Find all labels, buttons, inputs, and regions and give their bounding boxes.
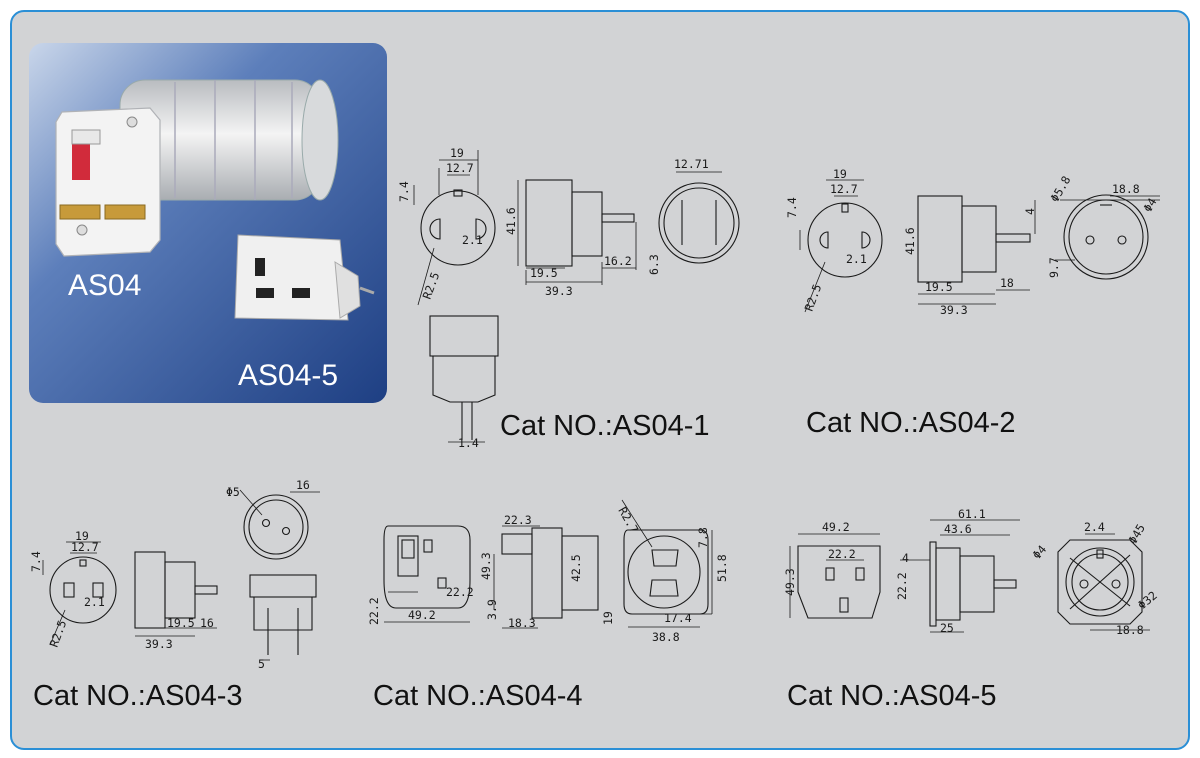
as04-1-dim-12-7: 12.7 (446, 161, 474, 175)
as04-3-dim-r2-5: R2.5 (47, 618, 70, 649)
as04-4-dim-22-2: 22.2 (367, 597, 381, 625)
as04-5-dim-phi45: Φ45 (1125, 522, 1148, 547)
as04-4-dim-17-4: 17.4 (664, 611, 692, 625)
as04-2-dim-4: 4 (1023, 208, 1037, 215)
as04-1-dim-1-4: 1.4 (458, 436, 479, 450)
as04-1-dim-19-5: 19.5 (530, 266, 558, 280)
as04-1-dim-7-4: 7.4 (397, 181, 411, 202)
cat-as04-3: Cat NO.:AS04-3 (33, 680, 243, 712)
as04-2-dim-18-8: 18.8 (1112, 182, 1140, 196)
as04-5-dim-22-2b: 22.2 (895, 572, 909, 600)
as04-1-dim-2-1: 2.1 (462, 233, 483, 247)
as04-5-dim-2-4: 2.4 (1084, 520, 1105, 534)
as04-2-dim-phi4: Φ4 (1140, 195, 1159, 214)
as04-5-dim-49-3: 49.3 (783, 568, 797, 596)
diagram-as04-1: 19 12.7 7.4 2.1 R2.5 41.6 19.5 39.3 16.2… (397, 146, 740, 450)
as04-2-dim-r2-5: R2.5 (802, 282, 825, 313)
as04-3-dim-39-3: 39.3 (145, 637, 173, 651)
as04-2-dim-9-7: 9.7 (1047, 257, 1061, 278)
as04-3-dim-16: 16 (200, 616, 214, 630)
as04-5-dim-22-2: 22.2 (828, 547, 856, 561)
as04-5-dim-25: 25 (940, 621, 954, 635)
as04-4-dim-7-8: 7.8 (696, 527, 710, 548)
as04-1-dim-r2-5: R2.5 (420, 270, 443, 301)
as04-5-dim-61-1: 61.1 (958, 507, 986, 521)
cat-as04-1: Cat NO.:AS04-1 (500, 410, 710, 442)
as04-4-dim-22-3: 22.3 (504, 513, 532, 527)
cat-as04-4: Cat NO.:AS04-4 (373, 680, 583, 712)
as04-4-dim-r2-7-label: R2.7 (615, 505, 641, 536)
as04-3-dim-16-top: 16 (296, 478, 310, 492)
as04-1-dim-16-2: 16.2 (604, 254, 632, 268)
as04-4-dim-49-2: 49.2 (408, 608, 436, 622)
as04-3-dim-19-5: 19.5 (167, 616, 195, 630)
diagram-as04-3: 19 12.7 7.4 2.1 R2.5 39.3 19.5 16 16 Φ5 … (29, 478, 320, 712)
as04-1-dim-39-3: 39.3 (545, 284, 573, 298)
as04-5-dim-phi32: Φ32 (1135, 588, 1160, 612)
as04-1-dim-41-6: 41.6 (504, 207, 518, 235)
as04-3-dim-19: 19 (75, 529, 89, 543)
label-as04-5: AS04-5 (238, 359, 338, 392)
diagram-as04-5: 49.2 22.2 49.3 22.2 61.1 43.6 4 25 2.4 Φ… (783, 507, 1160, 712)
as04-3-dim-5: 5 (258, 657, 265, 671)
as04-4-dim-3-9: 3.9 (485, 599, 499, 620)
product-photo-panel: AS04 AS04-5 (29, 43, 387, 403)
diagram-as04-2: 19 12.7 7.4 2.1 R2.5 41.6 19.5 39.3 18 4… (785, 167, 1160, 439)
as04-4-dim-38-8: 38.8 (652, 630, 680, 644)
as04-2-dim-7-4: 7.4 (785, 197, 799, 218)
as04-5-dim-18-8: 18.8 (1116, 623, 1144, 637)
cat-as04-5: Cat NO.:AS04-5 (787, 680, 997, 712)
as04-3-dim-12-7: 12.7 (71, 540, 99, 554)
as04-1-dim-6-3: 6.3 (647, 254, 661, 275)
cat-as04-2: Cat NO.:AS04-2 (806, 407, 1016, 439)
as04-2-dim-19: 19 (833, 167, 847, 181)
as04-2-dim-18: 18 (1000, 276, 1014, 290)
travel-adapter-photo-icon (55, 79, 339, 257)
as04-2-dim-2-1: 2.1 (846, 252, 867, 266)
as04-2-dim-12-7: 12.7 (830, 182, 858, 196)
as04-1-dim-19: 19 (450, 146, 464, 160)
as04-4-dim-49-3: 49.3 (479, 552, 493, 580)
as04-1-dim-12-71: 12.71 (674, 157, 709, 171)
as04-2-dim-41-6: 41.6 (903, 227, 917, 255)
as04-5-dim-4: 4 (902, 551, 909, 565)
as04-4-dim-51-8: 51.8 (715, 554, 729, 582)
as04-5-dim-49-2: 49.2 (822, 520, 850, 534)
label-as04: AS04 (68, 269, 141, 302)
as04-4-dim-42-5: 42.5 (569, 554, 583, 582)
as04-5-dim-phi4: Φ4 (1030, 542, 1050, 562)
as04-2-dim-39-3: 39.3 (940, 303, 968, 317)
diagram-as04-4: 49.2 22.2 22.2 22.3 49.3 42.5 3.9 18.3 R… (367, 499, 729, 712)
as04-5-adapter-photo-icon (234, 234, 375, 321)
as04-4-dim-19: 19 (601, 611, 615, 625)
as04-4-dim-18-3: 18.3 (508, 616, 536, 630)
as04-3-dim-7-4: 7.4 (29, 551, 43, 572)
as04-2-dim-19-5: 19.5 (925, 280, 953, 294)
as04-5-dim-43-6: 43.6 (944, 522, 972, 536)
as04-3-dim-2-1: 2.1 (84, 595, 105, 609)
as04-4-dim-22-2b: 22.2 (446, 585, 474, 599)
as04-3-dim-phi5: Φ5 (226, 485, 240, 499)
